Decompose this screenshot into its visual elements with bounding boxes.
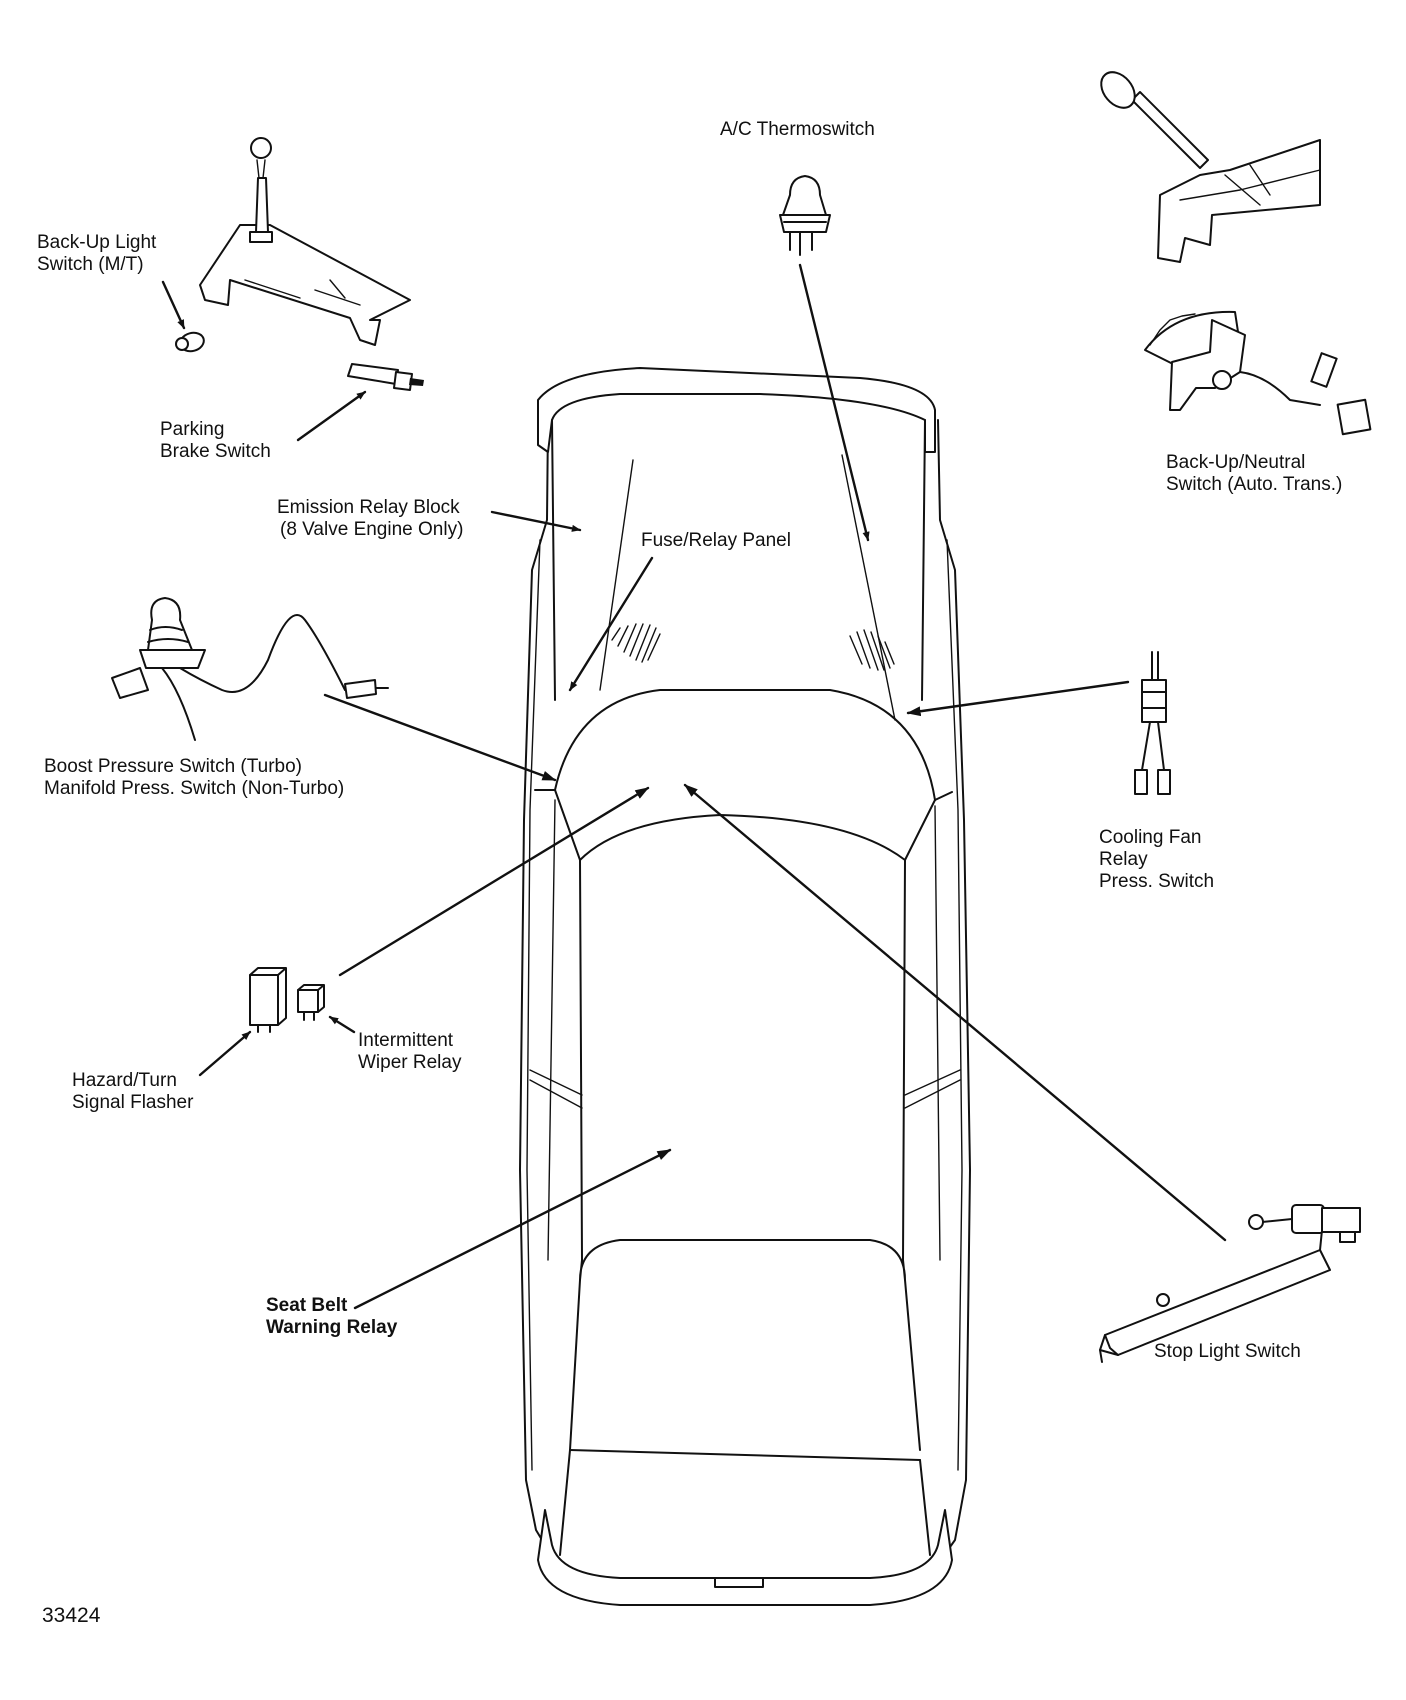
label-seat-belt-warning-relay: Seat Belt Warning Relay: [266, 1295, 398, 1338]
rear-window: [579, 1239, 906, 1281]
label-emission-relay-block: Emission Relay Block (8 Valve Engine Onl…: [277, 497, 465, 540]
hazard-flasher-illustration: [249, 967, 287, 1033]
arrow-backup-light: [161, 280, 186, 330]
trunk-lid: [569, 1449, 921, 1461]
label-parking-brake-switch: Parking Brake Switch: [160, 419, 271, 462]
manual-shifter-illustration: [175, 137, 411, 353]
arrow-parking-brake: [296, 390, 367, 442]
arrow-stop-light: [683, 783, 1227, 1242]
car-body-outline: [519, 419, 971, 1585]
ac-thermoswitch-illustration: [779, 175, 831, 256]
arrow-intermittent-wiper: [328, 1015, 356, 1034]
arrow-fuse-relay-panel: [568, 556, 654, 692]
label-backup-neutral-switch: Back-Up/Neutral Switch (Auto. Trans.): [1166, 452, 1342, 495]
label-boost-pressure-switch: Boost Pressure Switch (Turbo) Manifold P…: [44, 756, 344, 799]
windshield: [554, 689, 936, 801]
arrow-wiper-to-dash: [338, 786, 650, 977]
label-fuse-relay-panel: Fuse/Relay Panel: [641, 530, 791, 551]
figure-reference-number: 33424: [42, 1604, 101, 1627]
label-hazard-turn-signal-flasher: Hazard/Turn Signal Flasher: [72, 1070, 194, 1113]
label-cooling-fan-switch: Cooling Fan Relay Press. Switch: [1099, 827, 1214, 892]
leader-arrows: [161, 263, 1227, 1310]
car-top-view: [519, 367, 971, 1606]
arrow-seat-belt: [353, 1148, 672, 1310]
label-ac-thermoswitch: A/C Thermoswitch: [720, 119, 875, 140]
arrow-boost-pressure: [323, 693, 557, 782]
hood-vent-right: [849, 629, 895, 671]
backup-neutral-switch-illustration: [1144, 310, 1372, 436]
boost-pressure-switch-illustration: [111, 597, 389, 741]
arrow-ac-thermoswitch: [798, 263, 870, 542]
arrow-cooling-fan: [906, 680, 1130, 717]
cooling-fan-switch-illustration: [1134, 651, 1171, 795]
intermittent-wiper-relay-illustration: [297, 984, 325, 1021]
arrow-hazard-flasher: [198, 1030, 252, 1077]
arrow-emission-relay: [490, 510, 582, 532]
stop-light-switch-illustration: [1099, 1204, 1361, 1363]
rear-bumper: [537, 1509, 953, 1606]
hood-outline: [551, 419, 926, 701]
hood-vent-left: [611, 623, 661, 663]
parking-brake-switch-illustration: [347, 363, 424, 391]
front-bumper: [537, 367, 936, 453]
roof-front-edge: [579, 814, 906, 861]
label-stop-light-switch: Stop Light Switch: [1154, 1341, 1301, 1362]
label-backup-light-switch: Back-Up Light Switch (M/T): [37, 232, 162, 275]
label-intermittent-wiper-relay: Intermittent Wiper Relay: [358, 1030, 462, 1073]
automatic-shifter-illustration: [1100, 71, 1321, 263]
